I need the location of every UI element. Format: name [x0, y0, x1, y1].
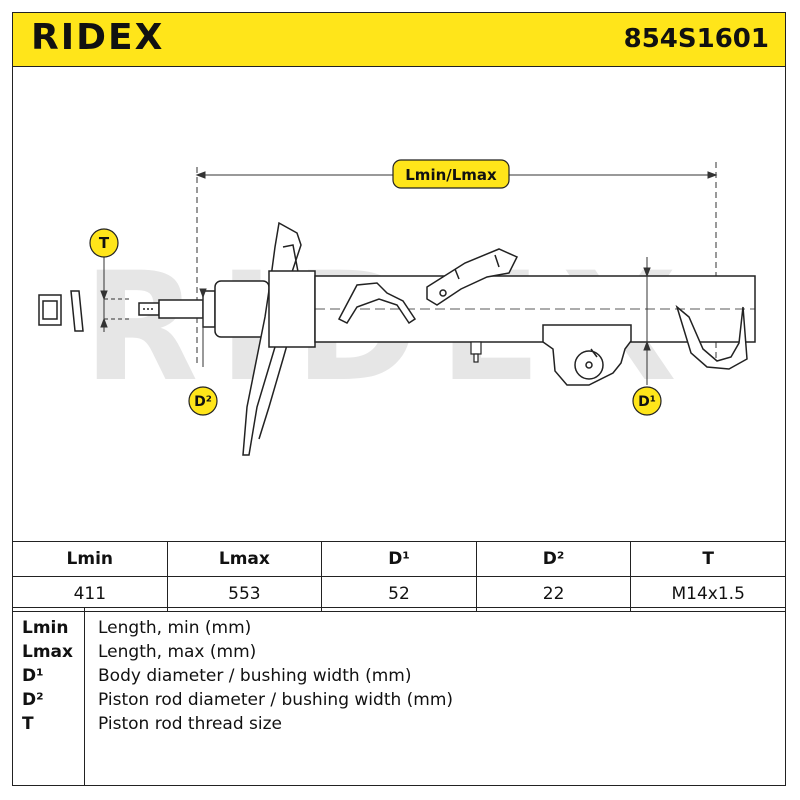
rod-diameter-badge: D²: [188, 386, 218, 416]
part-number: 854S1601: [623, 24, 769, 54]
legend-desc: Piston rod thread size: [98, 714, 283, 734]
spec-header-lmax: Lmax: [166, 541, 323, 577]
spec-header-d2: D²: [475, 541, 632, 577]
shock-absorber-drawing: RIDEX Lmin/Lmax T: [38, 159, 756, 456]
body-diameter-badge: D¹: [632, 386, 662, 416]
legend-item: D¹ Body diameter / bushing width (mm): [12, 666, 786, 690]
legend-abbr: D¹: [22, 666, 44, 686]
spec-value-row: 411 553 52 22 M14x1.5: [12, 576, 786, 612]
legend-abbr: D²: [22, 690, 44, 710]
stud: [470, 341, 482, 363]
spec-value-d1: 52: [321, 576, 477, 612]
spec-header-t: T: [630, 541, 786, 577]
rod-diameter-label: D²: [194, 394, 212, 410]
hose-bracket: [426, 248, 519, 306]
bottom-clamp: [675, 304, 748, 370]
legend: Lmin Length, min (mm) Lmax Length, max (…: [12, 607, 786, 787]
length-label-badge: Lmin/Lmax: [392, 159, 510, 189]
legend-divider: [84, 608, 85, 786]
damper-body: [268, 270, 756, 348]
brand-logo: RIDEX: [31, 17, 165, 58]
spec-value-d2: 22: [475, 576, 632, 612]
legend-desc: Piston rod diameter / bushing width (mm): [98, 690, 454, 710]
legend-item: D² Piston rod diameter / bushing width (…: [12, 690, 786, 714]
spec-table: Lmin Lmax D¹ D² T 411 553 52 22 M14x1.5: [12, 541, 786, 612]
legend-desc: Body diameter / bushing width (mm): [98, 666, 412, 686]
body-diameter-label: D¹: [638, 394, 656, 410]
spec-value-lmin: 411: [12, 576, 168, 612]
thread-dimension: [100, 257, 131, 332]
spec-header-lmin: Lmin: [12, 541, 168, 577]
legend-desc: Length, min (mm): [98, 618, 252, 638]
header-bar: RIDEX 854S1601: [12, 12, 786, 67]
legend-item: T Piston rod thread size: [12, 714, 786, 738]
spec-header-d1: D¹: [321, 541, 477, 577]
legend-item: Lmin Length, min (mm): [12, 618, 786, 642]
legend-abbr: Lmax: [22, 642, 73, 662]
legend-abbr: T: [22, 714, 34, 734]
thread-badge: T: [89, 228, 119, 258]
legend-item: Lmax Length, max (mm): [12, 642, 786, 666]
spec-header-row: Lmin Lmax D¹ D² T: [12, 541, 786, 577]
legend-desc: Length, max (mm): [98, 642, 257, 662]
abs-bracket: [337, 282, 417, 325]
rod-dimension: [199, 288, 207, 367]
legend-abbr: Lmin: [22, 618, 69, 638]
spec-value-lmax: 553: [166, 576, 323, 612]
body-dimension: [643, 257, 651, 385]
knuckle-mount: [542, 324, 632, 386]
spec-value-t: M14x1.5: [630, 576, 786, 612]
thread-label: T: [99, 234, 110, 252]
nut-washer: [38, 290, 84, 332]
length-label: Lmin/Lmax: [405, 166, 497, 184]
